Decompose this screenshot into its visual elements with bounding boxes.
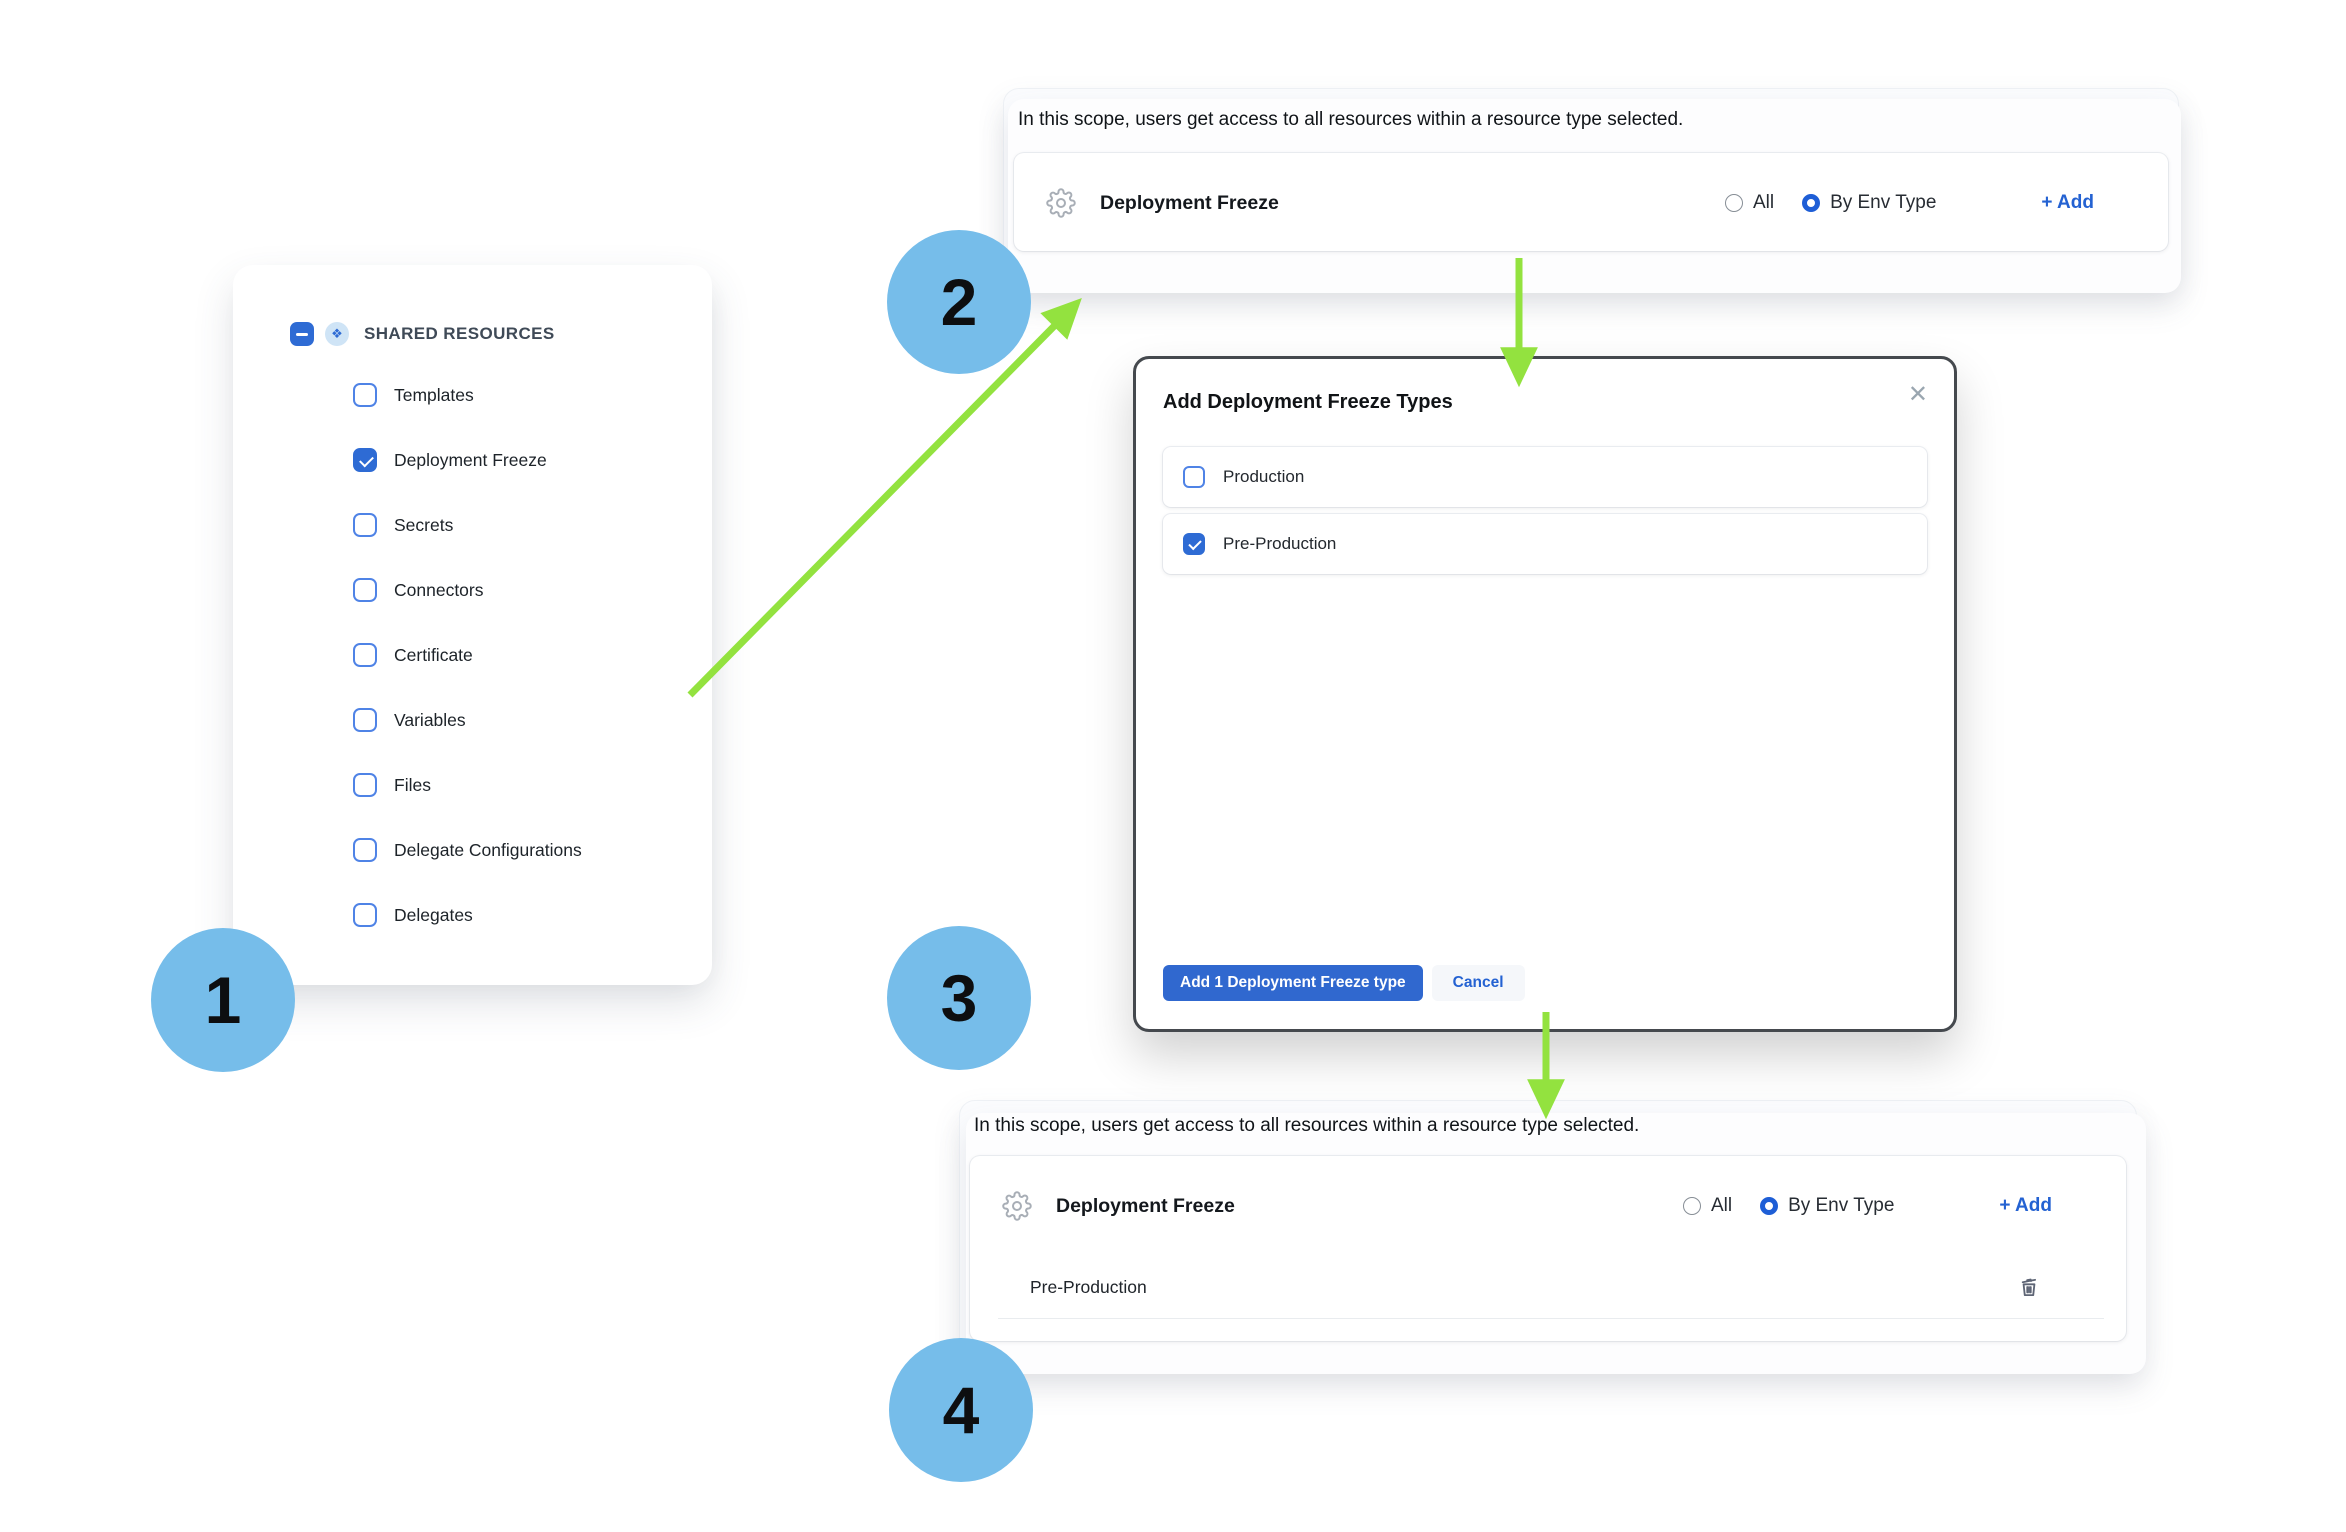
modal-option-label: Pre-Production xyxy=(1223,534,1337,553)
resource-scope-card: Deployment Freeze All By Env Type + Add xyxy=(1014,153,2168,251)
scope-radio-group: All By Env Type xyxy=(1682,1195,1894,1217)
resource-name: Deployment Freeze xyxy=(1100,191,1279,214)
radio-icon[interactable] xyxy=(1760,1197,1779,1215)
modal-option-pre-production[interactable]: Pre-Production xyxy=(1163,514,1927,574)
radio-label: By Env Type xyxy=(1788,1195,1895,1216)
checkbox[interactable] xyxy=(353,448,377,472)
resource-item-label: Variables xyxy=(394,709,466,730)
scope-description: In this scope, users get access to all r… xyxy=(1018,109,1684,130)
modal-title: Add Deployment Freeze Types xyxy=(1163,391,1453,413)
radio-label: All xyxy=(1752,192,1775,213)
add-link[interactable]: + Add xyxy=(2041,192,2094,213)
selected-type-row: Pre-Production xyxy=(970,1256,2126,1318)
cancel-button[interactable]: Cancel xyxy=(1431,965,1525,1001)
modal-button-bar: Add 1 Deployment Freeze type Cancel xyxy=(1163,965,1525,1001)
resource-scope-card: Deployment Freeze All By Env Type + Add … xyxy=(970,1156,2126,1341)
deployment-freeze-row: Deployment Freeze All By Env Type + Add xyxy=(1014,153,2168,253)
resource-item-label: Secrets xyxy=(394,514,454,535)
radio-option-by-env-type[interactable]: By Env Type xyxy=(1802,192,1936,214)
shared-resources-icon: ❖ xyxy=(325,322,349,346)
resource-item-templates[interactable]: Templates xyxy=(353,383,582,407)
resource-type-list: Templates Deployment Freeze Secrets Conn… xyxy=(353,383,582,927)
checkbox[interactable] xyxy=(1183,533,1205,555)
radio-label: All xyxy=(1710,1195,1733,1216)
gear-icon xyxy=(1046,188,1076,218)
checkbox[interactable] xyxy=(353,708,377,732)
step-badge-4: 4 xyxy=(889,1338,1033,1482)
checkbox[interactable] xyxy=(353,643,377,667)
radio-option-by-env-type[interactable]: By Env Type xyxy=(1760,1195,1894,1217)
resource-item-delegates[interactable]: Delegates xyxy=(353,903,582,927)
shared-resources-header: ❖ SHARED RESOURCES xyxy=(290,322,555,346)
resource-item-secrets[interactable]: Secrets xyxy=(353,513,582,537)
resource-item-deployment-freeze[interactable]: Deployment Freeze xyxy=(353,448,582,472)
minus-icon xyxy=(296,332,308,336)
shared-resources-panel: ❖ SHARED RESOURCES Templates Deployment … xyxy=(233,265,712,985)
checkbox[interactable] xyxy=(353,903,377,927)
resource-item-label: Delegates xyxy=(394,904,473,925)
scope-radio-group: All By Env Type xyxy=(1724,192,1936,214)
checkbox[interactable] xyxy=(353,578,377,602)
shared-resources-title: SHARED RESOURCES xyxy=(364,324,555,343)
add-link[interactable]: + Add xyxy=(1999,1195,2052,1216)
checkbox[interactable] xyxy=(353,838,377,862)
radio-icon[interactable] xyxy=(1724,194,1743,212)
add-freeze-type-button[interactable]: Add 1 Deployment Freeze type xyxy=(1163,965,1423,1001)
radio-icon[interactable] xyxy=(1682,1197,1701,1215)
resource-item-certificate[interactable]: Certificate xyxy=(353,643,582,667)
resource-item-label: Deployment Freeze xyxy=(394,449,547,470)
close-icon[interactable]: ✕ xyxy=(1907,381,1928,408)
radio-option-all[interactable]: All xyxy=(1724,192,1775,214)
radio-label: By Env Type xyxy=(1830,192,1937,213)
step-badge-2: 2 xyxy=(887,230,1031,374)
checkbox[interactable] xyxy=(1183,466,1205,488)
step-badge-1: 1 xyxy=(151,928,295,1072)
deployment-freeze-row: Deployment Freeze All By Env Type + Add xyxy=(970,1156,2126,1256)
collapse-minus-button[interactable] xyxy=(290,322,314,346)
selected-type-label: Pre-Production xyxy=(1030,1276,1147,1297)
radio-option-all[interactable]: All xyxy=(1682,1195,1733,1217)
step-badge-3: 3 xyxy=(887,926,1031,1070)
resource-name: Deployment Freeze xyxy=(1056,1194,1235,1217)
modal-option-production[interactable]: Production xyxy=(1163,447,1927,507)
resource-item-label: Templates xyxy=(394,384,474,405)
resource-item-variables[interactable]: Variables xyxy=(353,708,582,732)
resource-item-connectors[interactable]: Connectors xyxy=(353,578,582,602)
modal-option-list: Production Pre-Production xyxy=(1163,447,1927,574)
scope-panel-bottom: In this scope, users get access to all r… xyxy=(959,1100,2146,1374)
radio-icon[interactable] xyxy=(1802,194,1821,212)
checkbox[interactable] xyxy=(353,773,377,797)
trash-icon[interactable] xyxy=(2016,1274,2042,1300)
resource-item-label: Files xyxy=(394,774,431,795)
gear-icon xyxy=(1002,1191,1032,1221)
arrow-step1-to-step2 xyxy=(687,298,1082,698)
resource-item-delegate-configurations[interactable]: Delegate Configurations xyxy=(353,838,582,862)
resource-item-label: Delegate Configurations xyxy=(394,839,582,860)
checkbox[interactable] xyxy=(353,383,377,407)
resource-item-files[interactable]: Files xyxy=(353,773,582,797)
add-deployment-freeze-modal: Add Deployment Freeze Types ✕ Production… xyxy=(1133,356,1957,1032)
resource-item-label: Certificate xyxy=(394,644,473,665)
row-divider xyxy=(998,1318,2104,1319)
modal-option-label: Production xyxy=(1223,467,1305,486)
scope-panel-top: In this scope, users get access to all r… xyxy=(1003,88,2181,293)
scope-description: In this scope, users get access to all r… xyxy=(974,1115,1640,1136)
resource-item-label: Connectors xyxy=(394,579,484,600)
checkbox[interactable] xyxy=(353,513,377,537)
